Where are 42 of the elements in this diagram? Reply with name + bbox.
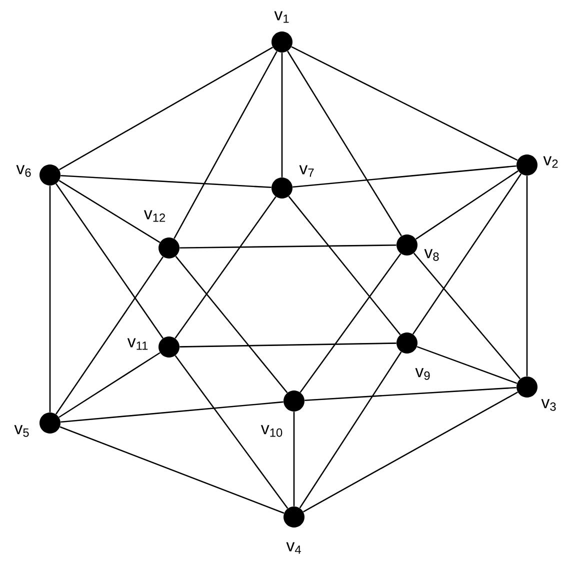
- edge-line: [413, 252, 521, 380]
- vertex-label: v$_{6}$: [16, 165, 31, 177]
- vertex-label: v$_{2}$: [543, 156, 558, 168]
- edge-line: [60, 426, 284, 514]
- edge-line: [58, 46, 274, 170]
- edge-line: [180, 342, 396, 348]
- edge-line: [58, 352, 160, 418]
- vertex-label: v$_{9}$: [415, 368, 430, 380]
- edge-line: [56, 183, 164, 339]
- edge-line: [175, 256, 288, 394]
- vertex-label: v$_{7}$: [299, 165, 314, 177]
- edge-line: [58, 180, 160, 243]
- edge-line: [293, 412, 295, 506]
- edge-line: [281, 52, 283, 178]
- edge-line: [300, 253, 402, 393]
- vertex-label: v$_{8}$: [424, 249, 439, 261]
- vertex-label: v$_{5}$: [14, 425, 29, 437]
- edge-line: [303, 392, 518, 512]
- edge-line: [299, 352, 402, 508]
- vertex-label: v$_{10}$: [260, 425, 282, 437]
- edge-line: [304, 387, 516, 401]
- vertex-label: v$_{12}$: [144, 210, 166, 222]
- vertex-label: v$_{4}$: [286, 542, 301, 554]
- edge-line: [412, 174, 522, 334]
- edge-line: [180, 244, 396, 249]
- edge-line: [174, 355, 288, 509]
- edge-line: [526, 176, 528, 376]
- edge-line: [174, 196, 276, 339]
- edge-line: [174, 51, 278, 239]
- edge-line: [49, 186, 51, 412]
- edge-line: [55, 256, 164, 415]
- vertex-label: v$_{11}$: [127, 338, 148, 350]
- edge-line: [291, 46, 518, 161]
- edge-line: [288, 196, 401, 336]
- vertex-label: v$_{3}$: [541, 399, 556, 411]
- edge-line: [416, 346, 518, 384]
- vertex-label: v$_{1}$: [274, 11, 289, 23]
- edge-line: [60, 174, 272, 188]
- edge-line: [416, 170, 518, 240]
- edge-line: [287, 50, 402, 236]
- edge-line: [292, 165, 516, 188]
- edge-line: [60, 401, 284, 423]
